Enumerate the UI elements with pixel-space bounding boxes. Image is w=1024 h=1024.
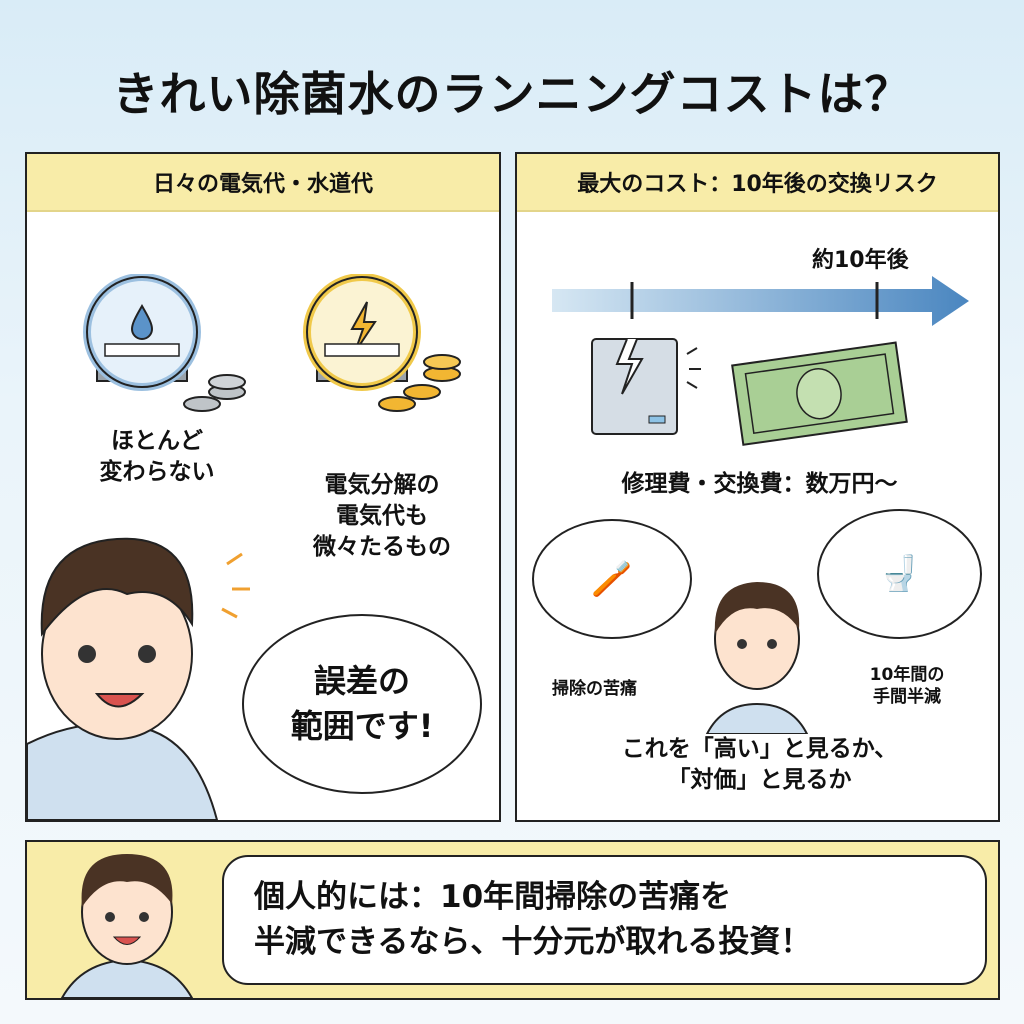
thought-bubble-toilet: 🚽 <box>817 509 982 639</box>
timeline-arrow <box>552 276 969 326</box>
panel-header: 日々の電気代・水道代 <box>27 154 499 212</box>
question-line1: これを「高い」と見るか、 <box>621 736 898 762</box>
thought-label-line2: 手間半減 <box>873 687 941 708</box>
man-avatar <box>27 537 250 820</box>
timeline-label: 約10年後 <box>812 248 909 273</box>
page-title: きれい除菌水のランニングコストは？ <box>112 67 912 121</box>
speech-bubble: 誤差の範囲です! <box>242 614 482 794</box>
electric-label-line1: 電気分解の <box>324 472 440 498</box>
cleaning-pain-label: 掃除の苦痛 <box>552 679 637 699</box>
conclusion-panel: 個人的には：10年間掃除の苦痛を 半減できるなら、十分元が取れる投資！ <box>25 840 1000 1000</box>
water-meter-icon <box>83 274 246 412</box>
speech-line1: 誤差の <box>313 662 410 701</box>
speech-line2: 範囲です! <box>290 707 434 745</box>
water-label-line2: 変わらない <box>99 459 215 486</box>
daily-cost-panel: 日々の電気代・水道代 ほとんど 変わらない 電気分解の 電気代も 微々たるもの … <box>25 152 501 822</box>
cost-label: 修理費・交換費：数万円～ <box>621 471 898 497</box>
question-line2: 「対価」と見るか <box>667 767 852 794</box>
electric-meter-icon <box>303 274 461 412</box>
conclusion-line2: 半減できるなら、十分元が取れる投資！ <box>254 923 812 960</box>
conclusion-bubble: 個人的には：10年間掃除の苦痛を 半減できるなら、十分元が取れる投資！ <box>222 855 987 985</box>
water-label-line1: ほとんど <box>111 428 203 454</box>
broken-device-and-money-icon <box>591 338 908 446</box>
man-avatar-small <box>60 854 194 998</box>
conclusion-line1: 個人的には：10年間掃除の苦痛を <box>254 879 732 915</box>
thought-bubble-brush: 🪥 <box>532 519 692 639</box>
electric-label-line3: 微々たるもの <box>313 534 451 561</box>
replacement-risk-panel: 最大のコスト：10年後の交換リスク 約10年後 修理費・交換費：数万円～ 🪥 掃… <box>515 152 1000 822</box>
thinking-man-avatar <box>705 582 809 734</box>
thought-label-line1: 10年間の <box>869 665 945 685</box>
electric-label-line2: 電気代も <box>336 503 428 530</box>
panel-header: 最大のコスト：10年後の交換リスク <box>517 154 998 212</box>
